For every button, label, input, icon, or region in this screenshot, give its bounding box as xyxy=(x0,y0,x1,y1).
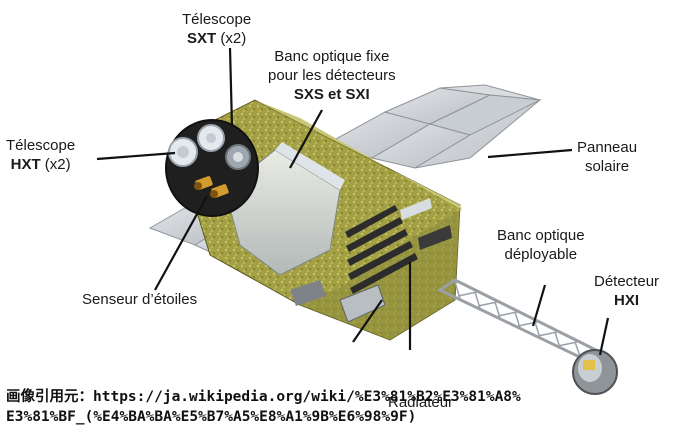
label-hxi-name: HXI xyxy=(614,292,640,309)
label-hxi: Détecteur HXI xyxy=(594,272,659,310)
label-solar-panel: Panneau solaire xyxy=(577,138,637,176)
label-sxt: Télescope SXT (x2) xyxy=(182,10,251,48)
label-radiator: Radiateur xyxy=(388,393,453,412)
label-sxt-name: SXT xyxy=(187,30,217,47)
label-bench-line2: pour les détecteurs xyxy=(268,67,396,84)
solar-panel-upper xyxy=(323,84,542,169)
label-sxt-count: (x2) xyxy=(216,30,247,47)
label-deploy-line1: Banc optique xyxy=(497,227,585,244)
label-panel-line2: solaire xyxy=(584,158,630,175)
label-star-tracker: Senseur d’étoiles xyxy=(82,290,197,309)
leader-lines xyxy=(96,47,610,356)
label-optical-bench: Banc optique fixe pour les détecteurs SX… xyxy=(268,47,396,104)
label-panel-line1: Panneau xyxy=(577,139,638,156)
label-radiator-text: Radiateur xyxy=(388,394,454,411)
label-hxt: Télescope HXT (x2) xyxy=(6,136,75,174)
label-sxt-title: Télescope xyxy=(182,11,252,28)
radiator-fins xyxy=(345,205,418,294)
telescope-front xyxy=(165,119,259,217)
label-hxt-title: Télescope xyxy=(6,137,76,154)
label-star-text: Senseur d’étoiles xyxy=(82,291,198,308)
image-credit-line1: 画像引用元：https://ja.wikipedia.org/wiki/%E3%… xyxy=(6,389,521,405)
deployable-boom xyxy=(436,278,603,364)
label-bench-name: SXS et SXI xyxy=(293,86,370,103)
hxi-detector xyxy=(572,349,618,395)
label-hxt-count: (x2) xyxy=(40,156,71,173)
label-hxi-title: Détecteur xyxy=(594,273,660,290)
image-credit-line2: E3%81%BF_(%E4%BA%BA%E5%B7%A5%E8%A1%9B%E6… xyxy=(6,409,417,425)
label-deploy-line2: déployable xyxy=(504,246,578,263)
label-hxt-name: HXT xyxy=(10,156,41,173)
label-bench-line1: Banc optique fixe xyxy=(274,48,390,65)
label-deployable-bench: Banc optique déployable xyxy=(497,226,585,264)
